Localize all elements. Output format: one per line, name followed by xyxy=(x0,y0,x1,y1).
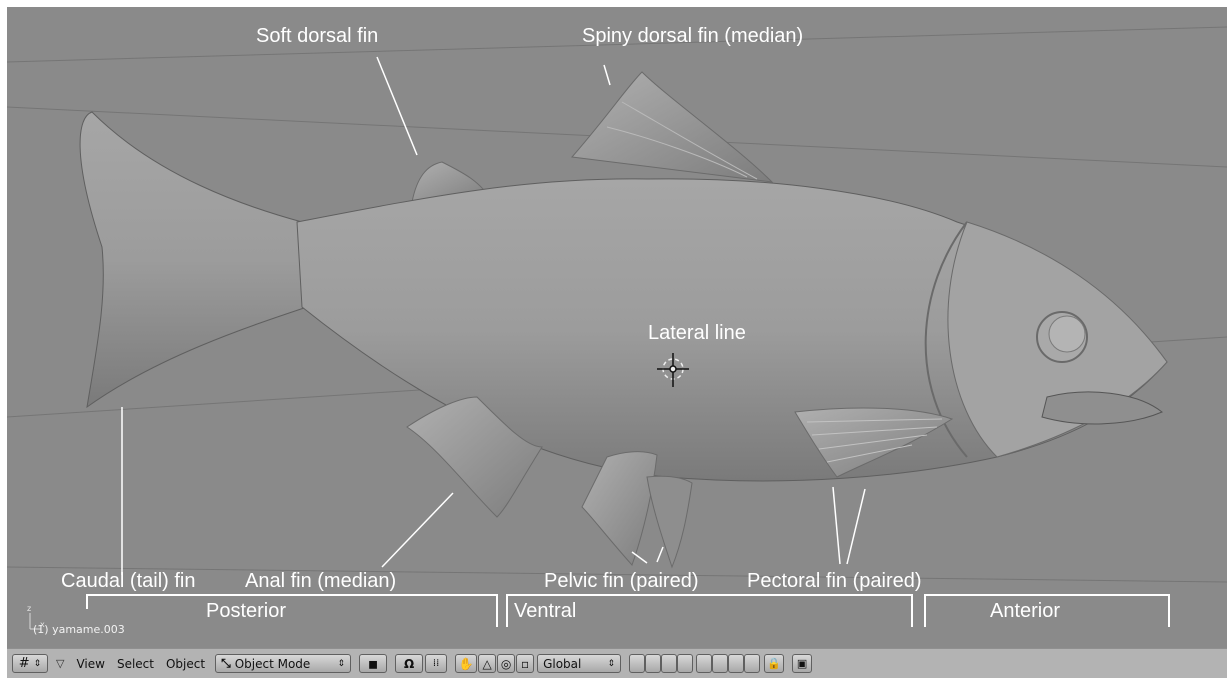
triangle-icon: △ xyxy=(482,657,491,671)
layer-button[interactable] xyxy=(696,654,712,673)
label-pectoral-fin: Pectoral fin (paired) xyxy=(747,571,922,591)
layer-button[interactable] xyxy=(629,654,645,673)
menu-object[interactable]: Object xyxy=(160,657,211,671)
circle-icon: ◎ xyxy=(501,657,511,671)
layer-buttons-group-2 xyxy=(696,654,760,673)
object-info: (1) yamame.003 xyxy=(33,623,125,636)
fish-model xyxy=(7,7,1227,648)
object-mode-icon: ⤡ xyxy=(221,656,231,671)
updown-arrow-icon: ⇕ xyxy=(338,659,346,669)
menu-select[interactable]: Select xyxy=(111,657,160,671)
layer-button[interactable] xyxy=(677,654,693,673)
layer-button[interactable] xyxy=(744,654,760,673)
cube-icon: ◼ xyxy=(368,657,378,671)
spiny-dorsal-fin-shape xyxy=(572,72,772,182)
square-icon: ▫ xyxy=(521,657,529,671)
label-lateral-line: Lateral line xyxy=(648,323,746,343)
updown-arrow-icon: ⇕ xyxy=(608,659,616,669)
grid-icon: # xyxy=(19,656,30,671)
label-anal-fin: Anal fin (median) xyxy=(245,571,396,591)
mode-select-value: Object Mode xyxy=(235,657,338,671)
layer-button[interactable] xyxy=(661,654,677,673)
updown-arrow-icon: ⇕ xyxy=(34,659,42,669)
region-label-posterior: Posterior xyxy=(206,601,286,621)
pivot-button[interactable]: Ω xyxy=(395,654,423,673)
hand-icon: ✋ xyxy=(459,657,474,671)
manipulator-toggle[interactable]: ✋ xyxy=(455,654,477,673)
layer-buttons-group-1 xyxy=(629,654,693,673)
viewport-header-toolbar: # ⇕ ▽ View Select Object ⤡ Object Mode ⇕… xyxy=(7,648,1227,678)
layer-button[interactable] xyxy=(712,654,728,673)
collapse-triangle-icon[interactable]: ▽ xyxy=(56,657,64,670)
layer-button[interactable] xyxy=(645,654,661,673)
region-label-anterior: Anterior xyxy=(990,601,1060,621)
orientation-select-value: Global xyxy=(543,657,581,671)
rotate-manipulator[interactable]: ◎ xyxy=(497,654,515,673)
axis-z-label: z xyxy=(27,604,31,613)
caudal-fin-shape xyxy=(80,112,307,407)
draw-type-button[interactable]: ◼ xyxy=(359,654,387,673)
pivot-icon: Ω xyxy=(404,657,414,671)
region-label-ventral: Ventral xyxy=(514,601,576,621)
pelvic-fin-shape xyxy=(582,452,657,565)
orientation-select[interactable]: Global ⇕ xyxy=(537,654,621,673)
scale-manipulator[interactable]: ▫ xyxy=(516,654,534,673)
3d-viewport[interactable]: Soft dorsal fin Spiny dorsal fin (median… xyxy=(7,7,1227,648)
render-preview-button[interactable]: ▣ xyxy=(792,654,812,673)
label-soft-dorsal-fin: Soft dorsal fin xyxy=(256,26,378,46)
layer-lock-button[interactable]: ⁞⁞ xyxy=(425,654,447,673)
editor-type-button[interactable]: # ⇕ xyxy=(12,654,48,673)
layer-button[interactable] xyxy=(728,654,744,673)
lock-icon: 🔒 xyxy=(767,657,781,670)
lock-button[interactable]: 🔒 xyxy=(764,654,784,673)
translate-manipulator[interactable]: △ xyxy=(478,654,496,673)
dots-grid-icon: ⁞⁞ xyxy=(433,658,439,669)
label-spiny-dorsal-fin: Spiny dorsal fin (median) xyxy=(582,26,803,46)
label-pelvic-fin: Pelvic fin (paired) xyxy=(544,571,699,591)
menu-view[interactable]: View xyxy=(70,657,110,671)
image-icon: ▣ xyxy=(797,657,807,670)
mode-select[interactable]: ⤡ Object Mode ⇕ xyxy=(215,654,351,673)
label-caudal-fin: Caudal (tail) fin xyxy=(61,571,196,591)
